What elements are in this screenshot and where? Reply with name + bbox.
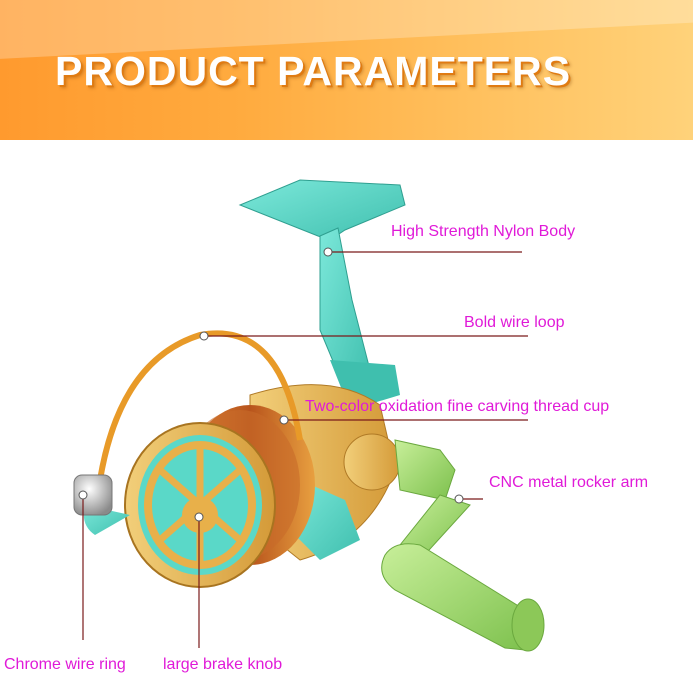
callout-chrome-ring: Chrome wire ring	[4, 656, 126, 673]
leader-lines	[82, 251, 528, 648]
reel-spool	[124, 405, 315, 588]
reel-foot	[238, 179, 406, 410]
reel-handle	[381, 439, 545, 652]
callout-rocker-arm: CNC metal rocker arm	[489, 474, 649, 491]
callout-nylon-body: High Strength Nylon Body	[391, 223, 576, 240]
callout-thread-cup: Two-color oxidation fine carving thread …	[305, 398, 610, 415]
callout-brake-knob: large brake knob	[163, 656, 283, 673]
page-title: PRODUCT PARAMETERS	[55, 48, 572, 94]
header-banner: PRODUCT PARAMETERS	[0, 0, 693, 140]
callout-dots	[78, 247, 464, 522]
callout-wire-loop: Bold wire loop	[464, 314, 565, 331]
